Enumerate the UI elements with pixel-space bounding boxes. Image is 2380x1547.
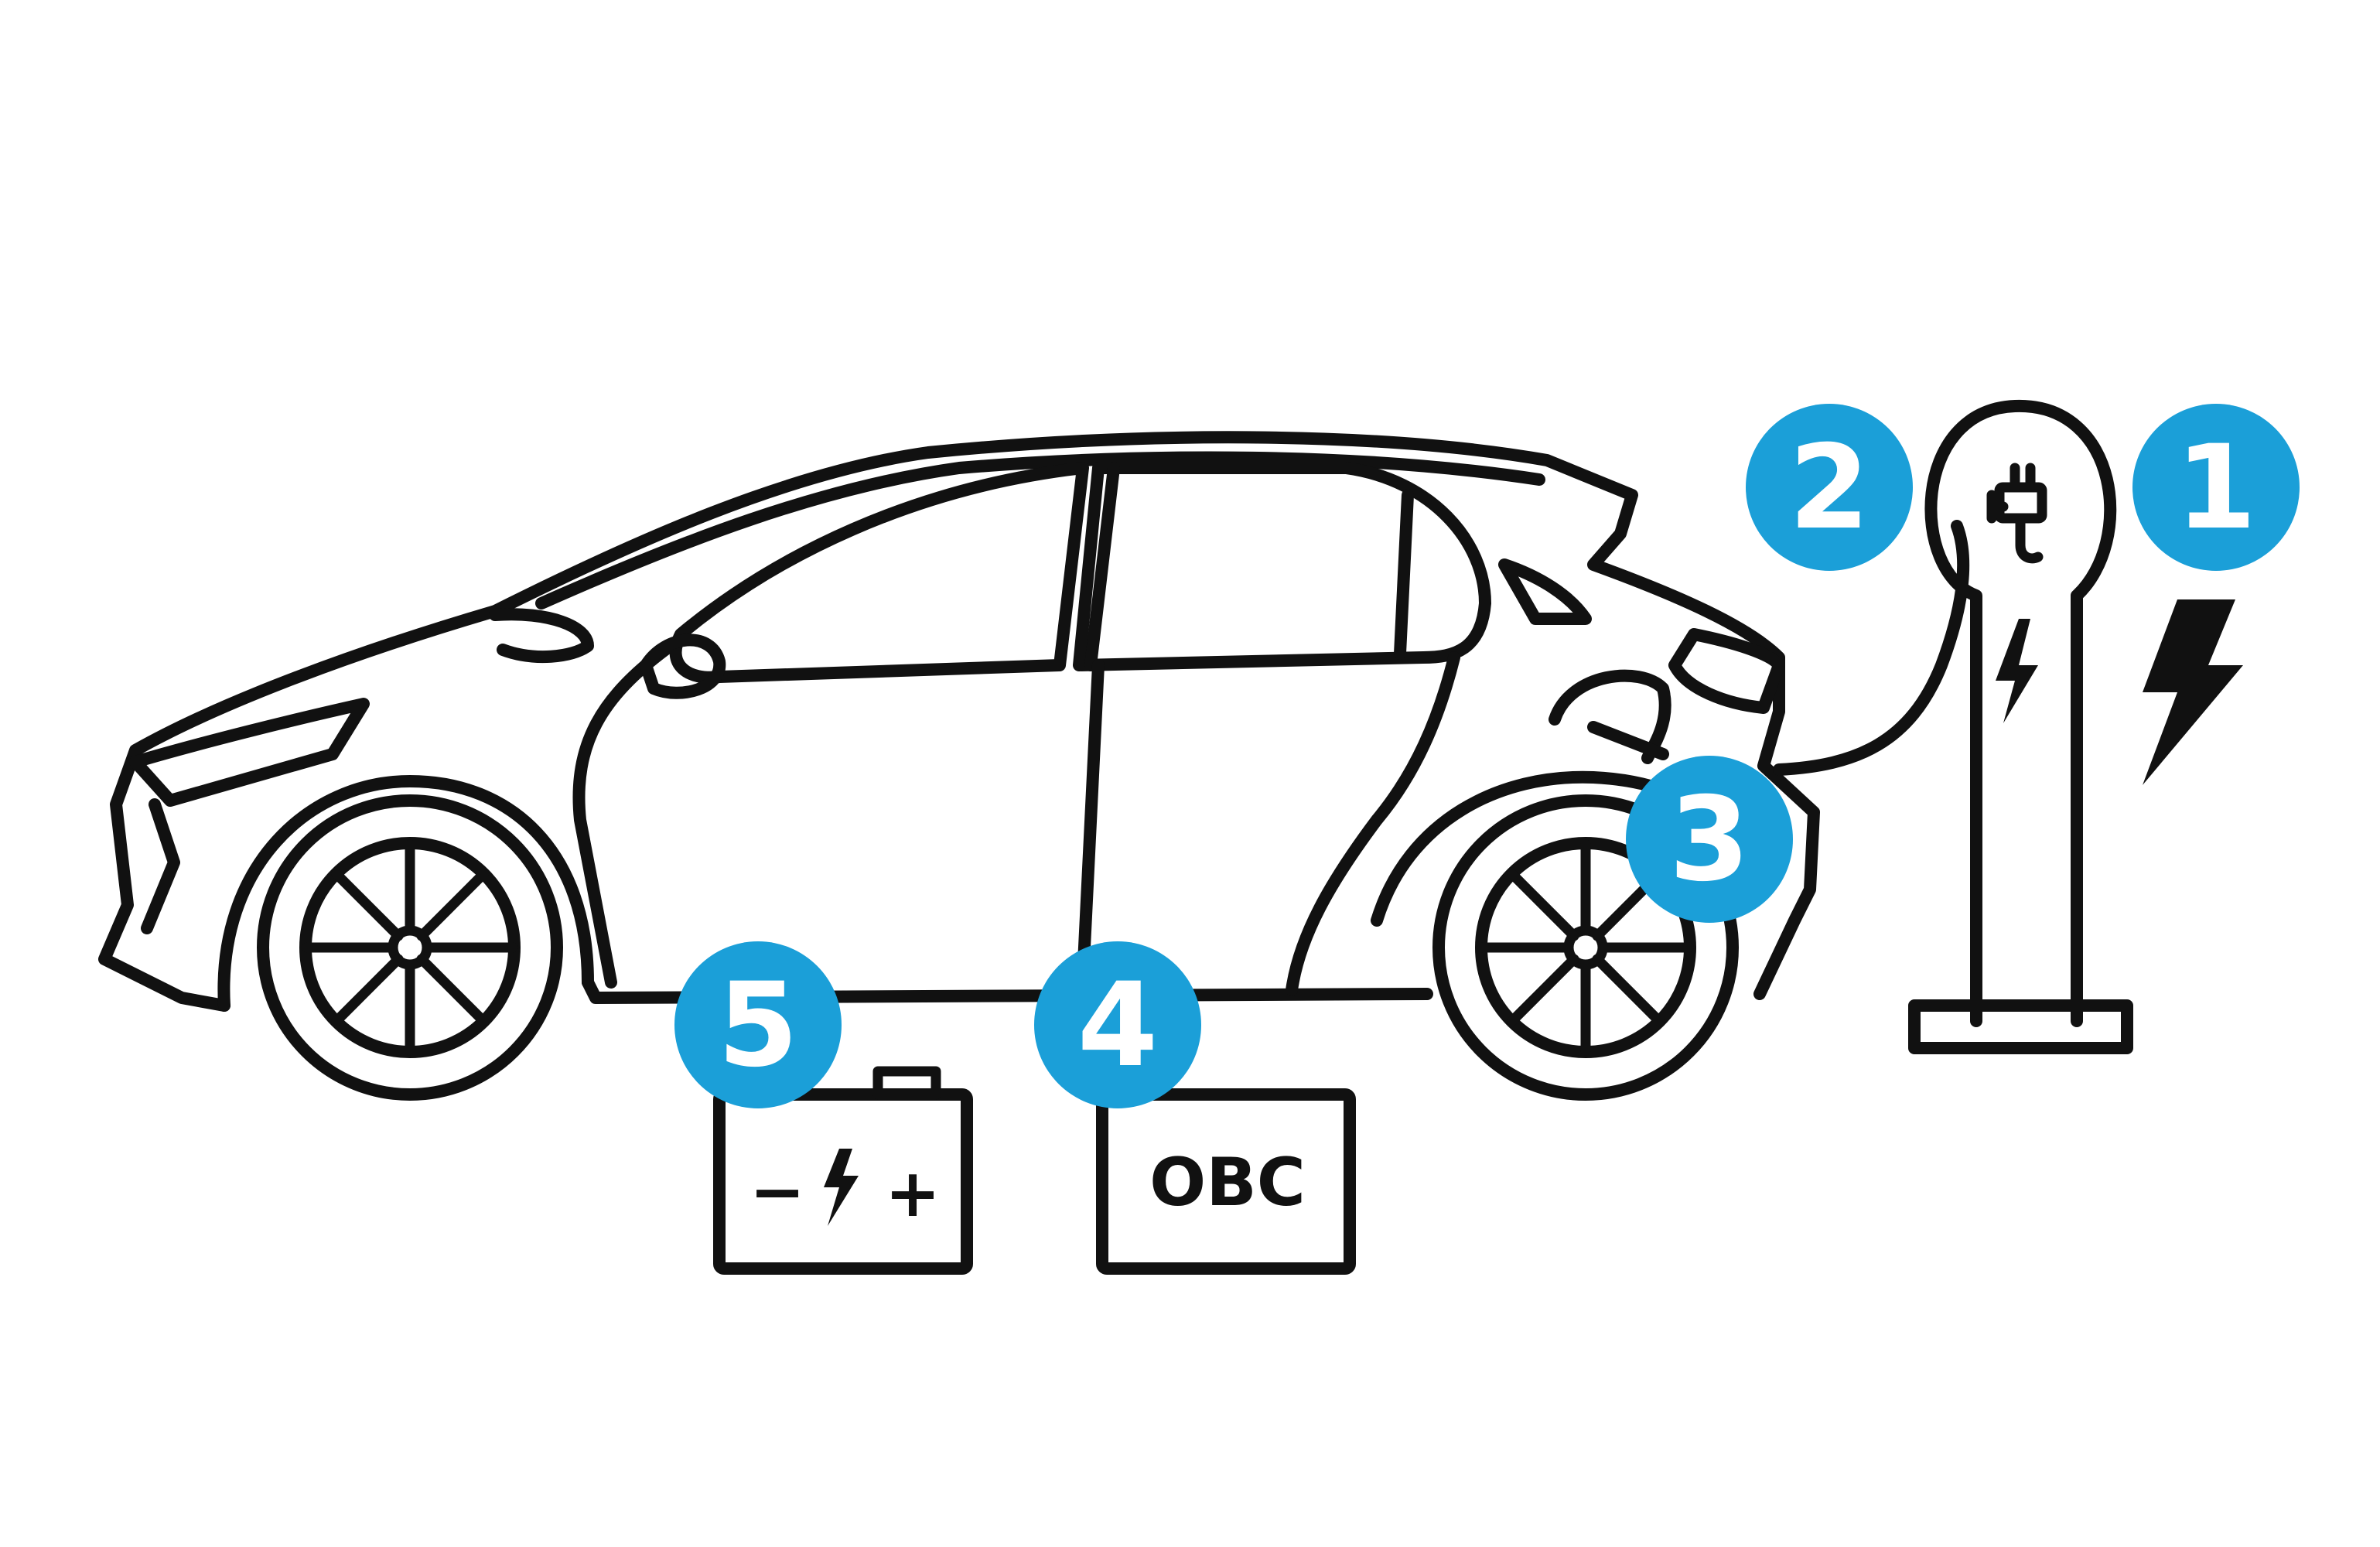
station-body: [1924, 399, 2117, 1027]
badge-4-label: 4: [1077, 958, 1158, 1093]
lightning-bolt-icon: [2143, 599, 2243, 785]
rear-door: [1286, 651, 1460, 996]
front-wheel-icon: [257, 794, 563, 1101]
badge-5-label: 5: [718, 958, 798, 1093]
badge-1-label: 1: [2176, 421, 2256, 555]
badge-2-label: 2: [1789, 421, 1870, 555]
charging-station: [1908, 399, 2133, 1054]
car-roof-line: [535, 451, 1545, 610]
side-mirror: [640, 633, 726, 699]
front-bumper: [141, 798, 180, 934]
badge-1: 1: [2132, 404, 2300, 571]
badge-2: 2: [1746, 404, 1913, 571]
charge-bolt-icon: [1996, 619, 2038, 723]
charge-port-flap: [1549, 669, 1671, 764]
battery-plus: +: [885, 1155, 941, 1232]
badge-4: 4: [1034, 941, 1201, 1108]
badge-3-label: 3: [1669, 773, 1750, 907]
battery-bolt: [824, 1149, 859, 1226]
front-wheel-arch: [217, 775, 594, 1012]
rear-quarter-window: [1498, 558, 1592, 625]
battery-icon: − +: [713, 1066, 973, 1275]
obc-box: OBC: [1096, 1088, 1356, 1275]
battery-minus: −: [750, 1153, 805, 1231]
badge-3: 3: [1626, 756, 1793, 923]
battery-terminal: [872, 1066, 941, 1100]
obc-outline: [1096, 1088, 1356, 1275]
station-base: [1908, 999, 2133, 1054]
obc-label: OBC: [1149, 1144, 1306, 1221]
car-body-outline: [98, 431, 1820, 1012]
rear-wheel-icon: [1432, 794, 1739, 1101]
door-divider: [1077, 659, 1105, 985]
electric-car: [98, 431, 1820, 1101]
badge-5: 5: [674, 941, 842, 1108]
battery-box: [713, 1088, 973, 1275]
headlight: [129, 698, 370, 807]
front-window: [669, 462, 1089, 684]
taillight: [1668, 628, 1785, 714]
rear-window: [1073, 462, 1491, 671]
hood-crease: [489, 608, 594, 663]
charge-port-plug: [1587, 721, 1669, 760]
c-pillar: [1394, 489, 1414, 660]
b-pillar: [1084, 462, 1120, 671]
front-door: [572, 644, 671, 989]
charging-cable: [1773, 520, 1970, 776]
plug-icon: [1986, 463, 2047, 564]
